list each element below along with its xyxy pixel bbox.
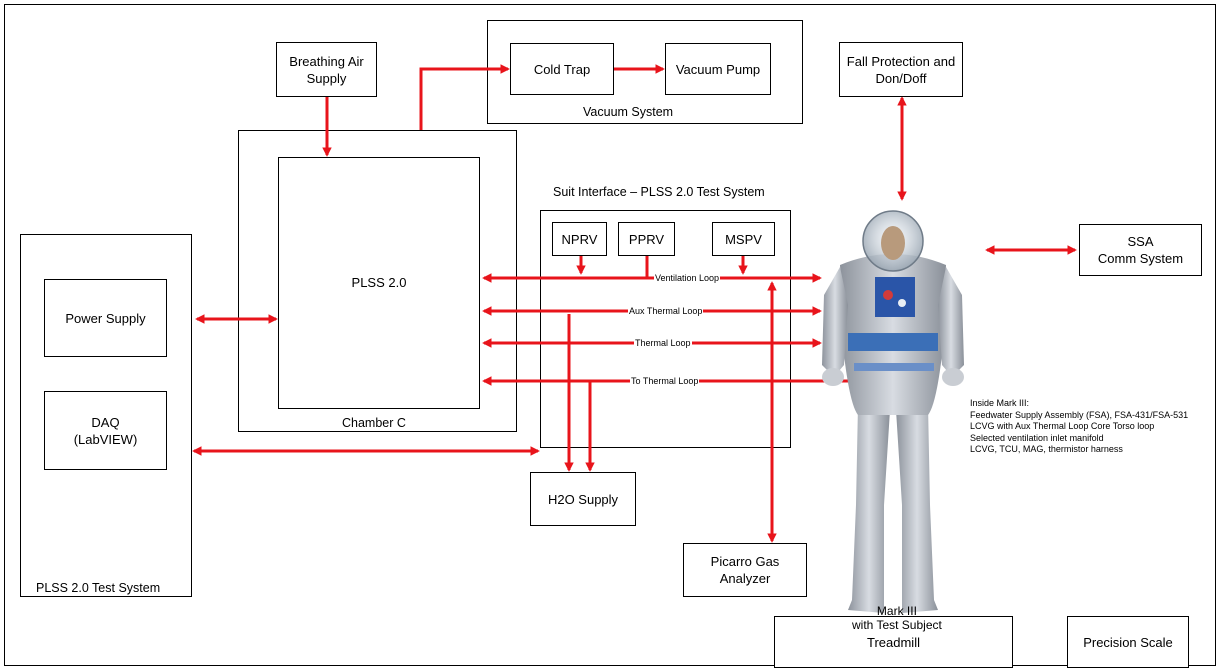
plss-test-system-container [20,234,192,597]
cold-trap-box: Cold Trap [510,43,614,95]
aux-thermal-loop-label: Aux Thermal Loop [628,306,704,317]
diagram-frame [4,4,1216,666]
pprv-box: PPRV [618,222,675,256]
h2o-supply-box: H2O Supply [530,472,636,526]
treadmill-box: Treadmill [774,616,1013,668]
vacuum-system-label: Vacuum System [583,105,674,119]
ventilation-loop-label: Ventilation Loop [654,273,721,284]
inside-mark-iii-notes: Inside Mark III: Feedwater Supply Assemb… [970,398,1189,454]
to-thermal-loop-label: To Thermal Loop [630,376,700,387]
picarro-box: Picarro Gas Analyzer [683,543,807,597]
breathing-air-supply-box: Breathing Air Supply [276,42,377,97]
thermal-loop-label: Thermal Loop [634,338,692,349]
vacuum-system-container [487,20,803,124]
plss-test-system-label: PLSS 2.0 Test System [36,581,161,595]
plss-label: PLSS 2.0 [351,275,407,290]
mspv-box: MSPV [712,222,775,256]
suit-label: Mark III with Test Subject [852,604,942,632]
suit-interface-label: Suit Interface – PLSS 2.0 Test System [553,185,765,199]
precision-scale-box: Precision Scale [1067,616,1189,668]
fall-protection-box: Fall Protection and Don/Doff [839,42,963,97]
vacuum-pump-box: Vacuum Pump [665,43,771,95]
mark-iii-suit-illustration [822,210,964,613]
nprv-box: NPRV [552,222,607,256]
ssa-comm-box: SSA Comm System [1079,224,1202,276]
chamber-c-label: Chamber C [342,416,406,430]
power-supply-box: Power Supply [44,279,167,357]
arrow-chamber-to-coldtrap [419,64,510,130]
daq-box: DAQ (LabVIEW) [44,391,167,470]
plss-box: PLSS 2.0 [278,157,480,409]
